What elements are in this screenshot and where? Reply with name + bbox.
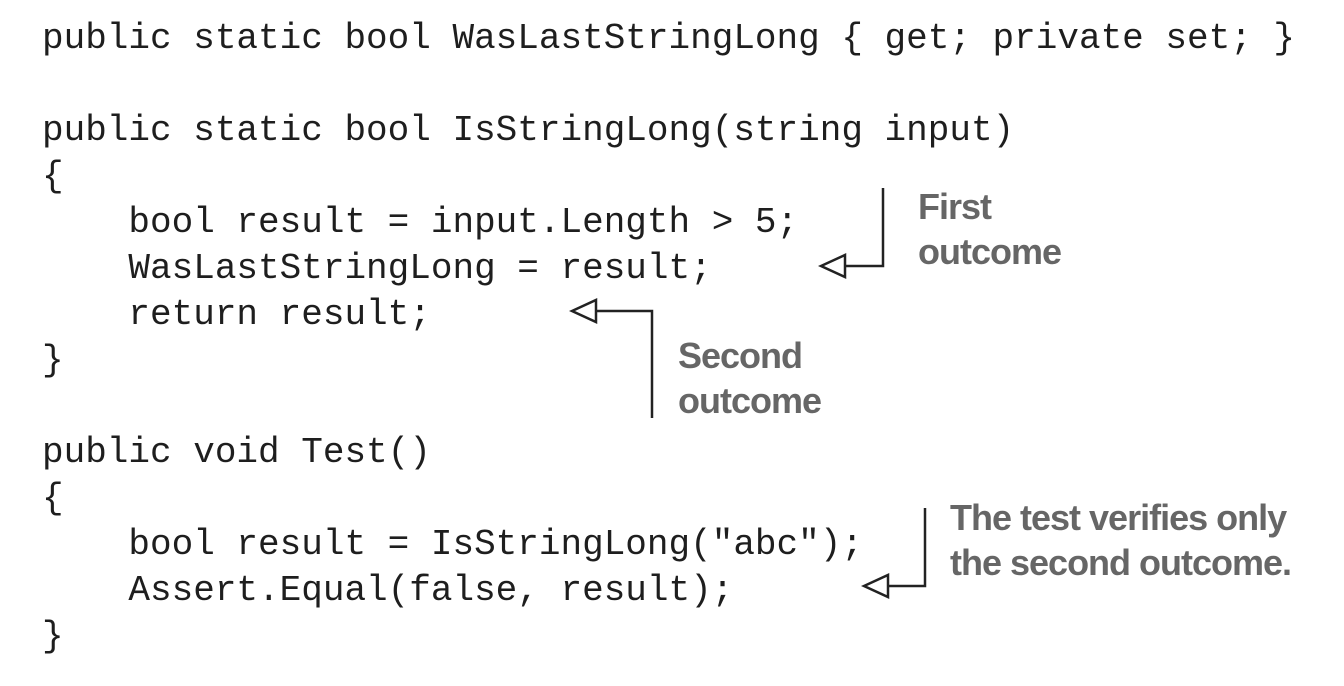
code-listing: public static bool WasLastStringLong { g… [42,16,1295,660]
code-line: Assert.Equal(false, result); [42,570,734,611]
code-line [42,384,1295,430]
annotation-test-verifies: The test verifies only the second outcom… [950,495,1292,585]
code-line: bool result = input.Length > 5; [42,202,799,243]
code-line: } [42,616,64,657]
code-line: public void Test() [42,432,431,473]
annotation-line: The test verifies only [950,497,1287,538]
annotation-second-outcome: Second outcome [678,333,822,423]
code-line: } [42,340,64,381]
code-line: WasLastStringLong = result; [42,248,712,289]
annotation-line: outcome [678,380,822,421]
code-line: public static bool WasLastStringLong { g… [42,18,1296,59]
code-line: { [42,156,64,197]
code-line [42,62,1295,108]
code-line: return result; [42,294,431,335]
annotation-first-outcome: First outcome [918,184,1062,274]
code-line: bool result = IsStringLong("abc"); [42,524,863,565]
annotation-line: outcome [918,231,1062,272]
annotation-line: the second outcome. [950,542,1292,583]
code-line: public static bool IsStringLong(string i… [42,110,1015,151]
code-line: { [42,478,64,519]
annotation-line: First [918,186,992,227]
annotation-line: Second [678,335,803,376]
